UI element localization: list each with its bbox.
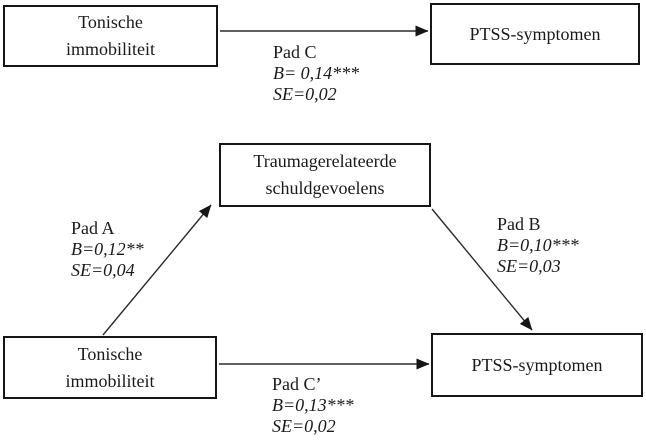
- pad-a-label: Pad A B=0,12** SE=0,04: [71, 218, 144, 281]
- box-tonische-immobiliteit-top: Tonische immobiliteit: [3, 5, 218, 67]
- box-label-line: Tonische: [77, 343, 143, 364]
- pad-c-label: Pad C B= 0,14*** SE=0,02: [273, 42, 359, 105]
- box-tonische-immobiliteit-bottom: Tonische immobiliteit: [3, 336, 217, 399]
- path-coefficient: B=0,13***: [272, 395, 354, 415]
- box-label-line: immobiliteit: [65, 370, 155, 391]
- box-label-line: immobiliteit: [66, 39, 155, 59]
- box-label-line: PTSS-symptomen: [471, 354, 603, 375]
- path-coefficient: B=0,10***: [497, 235, 579, 255]
- path-name: Pad A: [71, 218, 115, 238]
- pad-c-prime-label: Pad C’ B=0,13*** SE=0,02: [272, 374, 354, 437]
- path-standard-error: SE=0,02: [273, 84, 337, 104]
- path-coefficient: B=0,12**: [71, 239, 144, 259]
- box-label-line: schuldgevoelens: [265, 178, 385, 198]
- box-ptss-symptomen-top: PTSS-symptomen: [430, 3, 640, 65]
- path-name: Pad B: [497, 214, 541, 234]
- box-label-line: Traumagerelateerde: [253, 151, 397, 171]
- box-label-line: Tonische: [78, 12, 143, 32]
- path-name: Pad C’: [272, 374, 322, 394]
- path-coefficient: B= 0,14***: [273, 63, 360, 83]
- pad-b-label: Pad B B=0,10*** SE=0,03: [497, 214, 579, 277]
- path-standard-error: SE=0,04: [71, 260, 135, 280]
- path-standard-error: SE=0,03: [497, 256, 561, 276]
- path-standard-error: SE=0,02: [272, 416, 336, 436]
- box-traumagerelateerde-schuldgevoelens: Traumagerelateerde schuldgevoelens: [219, 143, 431, 207]
- box-ptss-symptomen-bottom: PTSS-symptomen: [431, 333, 643, 397]
- path-name: Pad C: [273, 42, 317, 62]
- box-label-line: PTSS-symptomen: [469, 23, 601, 44]
